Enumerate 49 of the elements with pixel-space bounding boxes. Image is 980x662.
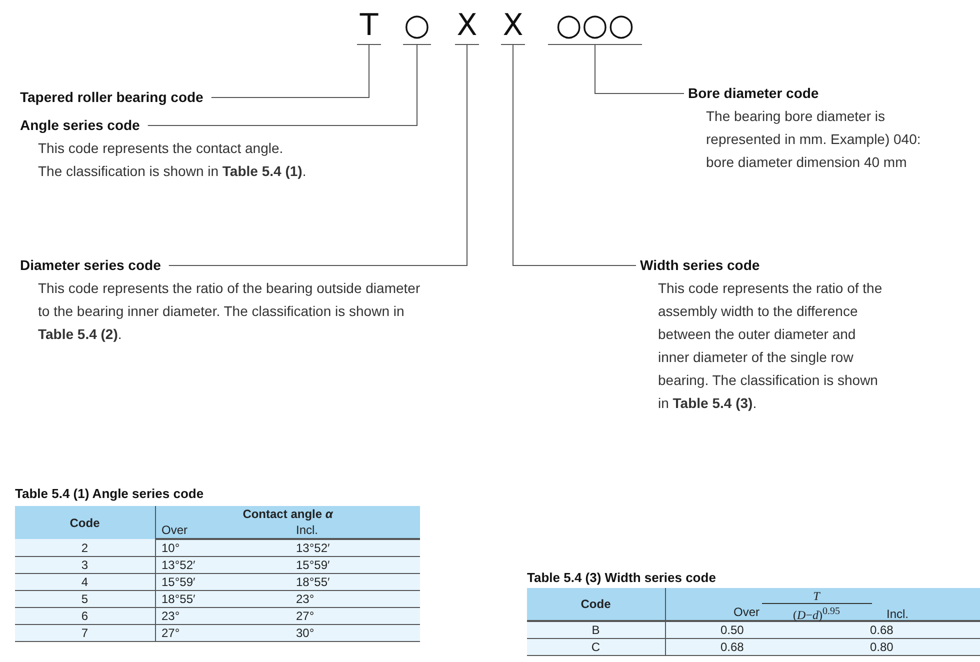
table-value: 13°52′: [155, 556, 290, 574]
table-header: Contact angle α: [155, 506, 420, 522]
leader-line: [594, 44, 684, 94]
table-value: 30°: [290, 624, 420, 642]
description-text: This code represents the ratio of the bearing outside diameter to the bearing inner diameter. The classification is shown in Table 5.4 (2).: [38, 279, 422, 344]
code-heading: Diameter series code: [20, 256, 161, 275]
table-value: 27°: [290, 608, 420, 624]
table-value: 2: [15, 539, 155, 556]
code-heading: Tapered roller bearing code: [20, 88, 204, 107]
table-value: 13°52′: [290, 539, 420, 556]
description-text: This code represents the ratio of the assembly width to the difference between the outer diameter and inner diameter of the single row bearing. The classification is shown in Table 5.4 (3).: [658, 279, 884, 413]
description-text: This code represents the contact angle. The classification is shown in Table 5.4 (1).: [38, 139, 308, 181]
table-value: 7: [15, 624, 155, 642]
table-value: 0.80: [835, 638, 980, 656]
table-value: 23°: [155, 608, 290, 624]
table-header: Code: [527, 588, 665, 621]
table-header: Code: [15, 506, 155, 539]
table-value: B: [527, 621, 665, 638]
table-value: 6: [15, 608, 155, 624]
code-heading: Angle series code: [20, 116, 140, 135]
table-value: 0.68: [665, 638, 835, 656]
table-title: Table 5.4 (1) Angle series code: [15, 486, 204, 501]
table-value: 10°: [155, 539, 290, 556]
code-heading: Width series code: [640, 256, 760, 275]
table-value: 5: [15, 590, 155, 608]
table-header: Incl.: [290, 522, 420, 539]
leader-line: [512, 44, 636, 266]
table-header: Incl.: [886, 608, 909, 620]
table-value: 0.50: [665, 621, 835, 638]
leader-line: [147, 44, 418, 126]
leader-line: [168, 44, 468, 266]
table-value: 18°55′: [155, 590, 290, 608]
leader-line: [210, 44, 370, 98]
table-value: 4: [15, 574, 155, 590]
table-value: 3: [15, 556, 155, 574]
code-heading: Bore diameter code: [688, 84, 819, 103]
formula-numerator: T: [762, 589, 872, 604]
table-value: 23°: [290, 590, 420, 608]
table-header: Over: [155, 522, 290, 539]
table-value: 27°: [155, 624, 290, 642]
table-value: 0.68: [835, 621, 980, 638]
table-value: C: [527, 638, 665, 656]
table-title: Table 5.4 (3) Width series code: [527, 570, 716, 585]
table-value: 15°59′: [290, 556, 420, 574]
table-header: Over: [734, 606, 760, 618]
formula-denominator: (D−d)$^{0.95}$: [792, 605, 841, 622]
table-value: 18°55′: [290, 574, 420, 590]
description-text: The bearing bore diameter is represented in mm. Example) 040: bore diameter dimension 40 mm: [706, 107, 922, 172]
table-value: 15°59′: [155, 574, 290, 590]
